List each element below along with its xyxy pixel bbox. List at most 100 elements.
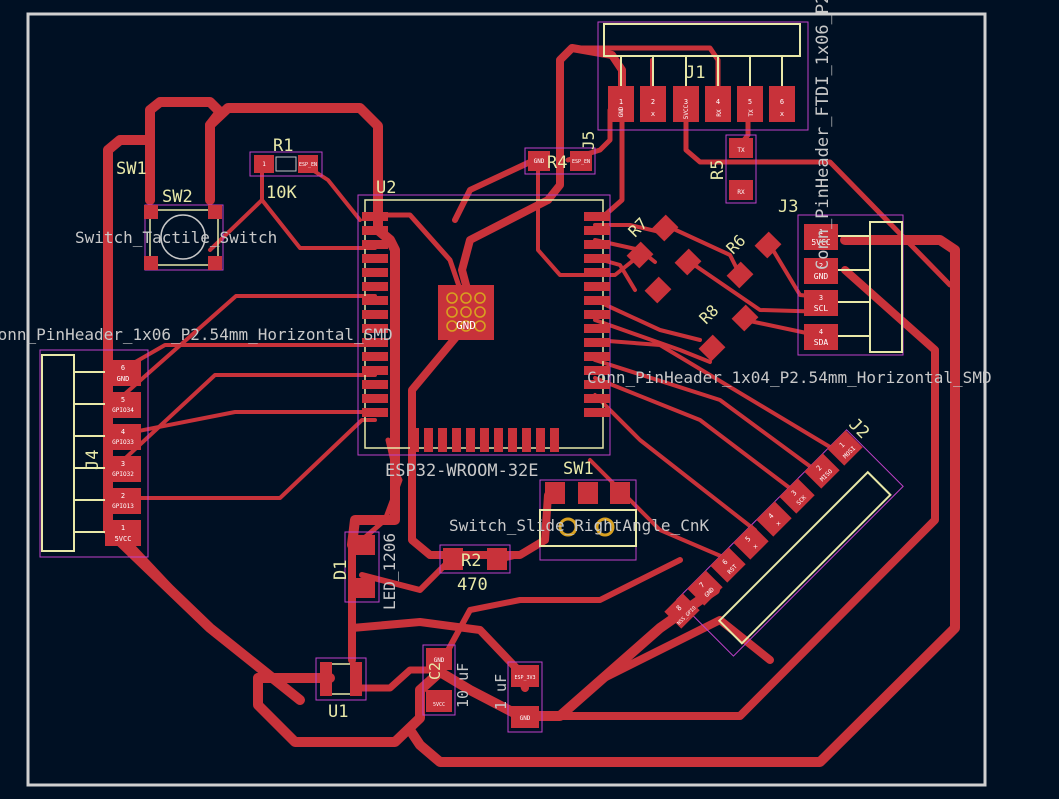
r5-pad-1: TX [737,147,745,154]
j3-pad-1-name: 5VCC [811,238,830,247]
ref-u1: U1 [328,702,348,722]
j3-pad-4-num: 4 [819,328,823,336]
j1-pad-6-name: x [780,110,784,118]
j4-pad-4-name: GPIO33 [112,439,134,446]
ref-r7: R7 [624,214,651,241]
j1-pad-3-num: 3 [684,98,688,106]
ref-r2-value: 470 [457,575,488,595]
j1-pad-4-name: RX [716,109,723,117]
ref-r4: R4 [547,153,567,173]
u2-pads: GND [362,212,610,452]
j4-pad-2-num: 2 [121,492,125,500]
d1-footprint-name: LED_1206 [380,533,399,610]
ref-sw1-top: SW1 [116,159,147,179]
ref-r2: R2 [461,551,481,571]
sensor-resistor-pads [626,214,782,362]
j4-pad-4-num: 4 [121,428,125,436]
j4-pads: 6 GND 5 GPIO34 4 GPIO33 3 GPIO32 2 GPIO1… [74,360,141,546]
c2-pad-1: GND [434,657,445,664]
ref-j1: J1 [685,63,705,83]
r4-pad-1: GND [534,158,545,165]
j1-pad-1-num: 1 [619,98,623,106]
j4-footprint-name: Conn_PinHeader_1x06_P2.54mm_Horizontal_S… [0,325,393,344]
r1-pads: 1 ESP_EN [254,155,318,173]
pads: 1 GND 2 x 3 5VCC 4 RX 5 TX 6 x 1 5VCC 2 [74,56,870,728]
ref-c2: C2 [426,662,444,680]
r5-pads: TX RX [729,138,753,200]
j2-pad-7-num: 7 [698,581,707,590]
sw1-pads [545,482,630,504]
j1-pad-4-num: 4 [716,98,720,106]
c2-pad-2: 5VCC [433,702,445,708]
d1-pads [349,535,375,598]
r4-pads: GND ESP_EN [528,151,592,171]
j1-footprint-name: Conn_PinHeader_FTDI_1x06_P2.54mm [813,0,833,270]
j2-pad-4-num: 4 [767,512,776,521]
j3-pad-2-num: 2 [819,262,823,270]
j4-pad-1-num: 1 [121,524,125,532]
ref-d1: D1 [331,560,351,580]
j3-pad-1-num: 1 [819,228,823,236]
j2-pad-5-num: 5 [744,535,753,544]
j4-pad-3-num: 3 [121,460,125,468]
j4-pad-6-num: 6 [121,364,125,372]
ref-r5: R5 [708,160,728,180]
j1-pad-2-num: 2 [651,98,655,106]
c1-pad-1: ESP_3V3 [514,675,535,681]
u2-footprint-name: ESP32-WROOM-32E [385,461,539,481]
r1-pad-2: ESP_EN [299,162,317,168]
ref-r1-value: 10K [266,183,297,203]
j1-pad-3-name: 5VCC [683,104,690,119]
r2-pads [443,548,507,570]
j1-pad-2-name: x [651,110,655,118]
ref-j5: J5 [579,131,598,150]
j1-pads: 1 GND 2 x 3 5VCC 4 RX 5 TX 6 x [608,56,795,122]
j2-pad-1-num: 1 [838,441,847,450]
c1-value: 10 uF [454,663,472,708]
ref-u2: U2 [376,178,396,198]
j4-pad-1-name: 5VCC [115,535,132,543]
j4-pad-2-name: GPIO13 [112,503,134,510]
j1-pad-6-num: 6 [780,98,784,106]
r5-pad-2: RX [737,189,745,196]
ref-sw2: SW2 [162,187,193,207]
j2-pad-5-name: x [752,543,760,551]
sw2-pads [144,205,222,270]
u2-ep-label: GND [456,319,476,332]
ref-j3: J3 [778,197,798,217]
j1-pad-5-num: 5 [748,98,752,106]
j1-pad-1-name: GND [618,106,625,117]
j2-pad-8-num: 8 [675,604,684,613]
j3-pad-3-num: 3 [819,294,823,302]
j4-pad-6-name: GND [117,375,130,383]
j4-pad-5-num: 5 [121,396,125,404]
j1-pad-5-name: TX [748,109,755,117]
j3-pad-2-name: GND [814,272,829,281]
c1-pad-2: GND [520,715,531,722]
j3-pad-3-name: SCL [814,304,829,313]
j4-pad-5-name: GPIO34 [112,407,134,414]
reference-labels: J1 J3 U2 R1 10K SW1 SW2 SW1 R2 470 R4 U1… [83,63,873,722]
r4-pad-2: ESP_EN [572,159,590,165]
j4-pad-3-name: GPIO32 [112,471,134,478]
j3-pad-4-name: SDA [814,338,829,347]
sw2-footprint-name: Switch_Tactile_Switch [75,228,277,247]
j2-pad-2-num: 2 [815,464,824,473]
j2-pads: 1 MOSI 2 MISO 3 SCK 4 x 5 x 6 RST 7 GND [664,430,863,629]
j2-pad-6-num: 6 [721,558,730,567]
ref-r8: R8 [695,301,722,328]
j3-pads: 1 5VCC 2 GND 3 SCL 4 SDA [804,224,870,350]
board-edge [26,12,987,787]
c2-value: 1 uF [492,674,510,710]
u1-pads [320,662,362,696]
ref-sw1-bottom: SW1 [563,459,594,479]
c1-pads: ESP_3V3 GND [511,665,539,728]
j3-footprint-name: Conn_PinHeader_1x04_P2.54mm_Horizontal_S… [587,368,992,387]
j2-pad-3-num: 3 [790,489,799,498]
ref-j4: J4 [83,450,103,470]
j2-pad-4-name: x [775,520,783,528]
ref-r1: R1 [273,136,293,156]
footprint-names: Conn_PinHeader_FTDI_1x06_P2.54mm Conn_Pi… [0,0,992,610]
sw1-footprint-name: Switch_Slide_RightAngle_CnK [449,516,709,535]
